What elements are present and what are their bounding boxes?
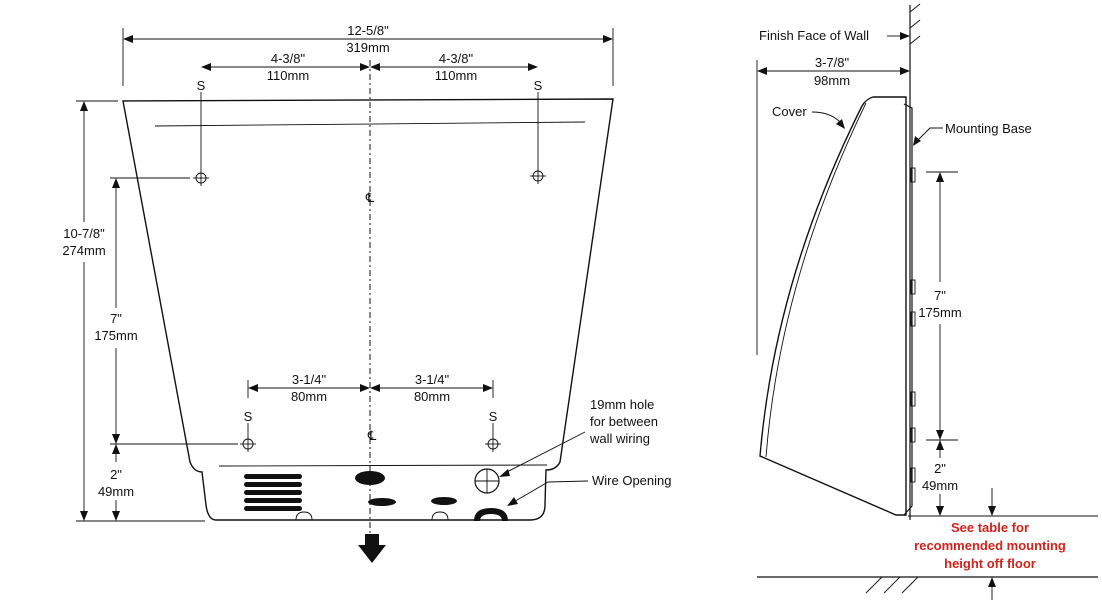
vent-slots <box>244 474 302 511</box>
bottom-right-spacing-mm: 80mm <box>414 389 450 404</box>
centerline-symbol-bottom: ℄ <box>367 428 377 443</box>
wall-hatch <box>909 3 921 45</box>
depth-dimension <box>756 60 910 355</box>
hole-note-leader <box>502 431 586 475</box>
overall-height-in: 10-7/8" <box>63 226 105 241</box>
bottom-left-spacing-in: 3-1/4" <box>292 372 327 387</box>
side-screw-vertical-in: 7" <box>934 288 946 303</box>
wire-opening-icon <box>474 508 508 521</box>
bottom-offset-dimension <box>112 444 120 521</box>
depth-mm: 98mm <box>814 73 850 88</box>
depth-in: 3-7/8" <box>815 55 850 70</box>
bottom-notch-left <box>295 511 313 521</box>
screw-vertical-dimension <box>110 177 238 445</box>
mounting-base-label: Mounting Base <box>945 121 1032 136</box>
mounting-note-line3: height off floor <box>944 556 1036 571</box>
screw-vertical-mm: 175mm <box>94 328 137 343</box>
hole-note-line2: for between <box>590 414 658 429</box>
bottom-plate-line <box>218 464 548 467</box>
screw-label-bottom-right: S <box>489 409 498 424</box>
screw-vertical-in: 7" <box>110 311 122 326</box>
center-slot-small <box>368 498 396 506</box>
base-tabs <box>910 167 916 483</box>
overall-width-mm: 319mm <box>346 40 389 55</box>
overall-height-dimension <box>76 100 205 522</box>
top-edge-line <box>154 121 586 127</box>
side-slot-small <box>431 497 457 505</box>
wiring-hole-icon <box>474 468 500 494</box>
screw-label-top-right: S <box>534 78 543 93</box>
bottom-offset-mm: 49mm <box>98 484 134 499</box>
screw-marks <box>193 92 546 452</box>
front-view: ℄ ℄ S S S S 12 <box>62 23 671 563</box>
wire-opening-label: Wire Opening <box>592 473 671 488</box>
mounting-note-line2: recommended mounting <box>914 538 1066 553</box>
hole-note-line3: wall wiring <box>589 431 650 446</box>
top-right-spacing-in: 4-3/8" <box>439 51 474 66</box>
bottom-right-spacing-in: 3-1/4" <box>415 372 450 387</box>
overall-width-in: 12-5/8" <box>347 23 389 38</box>
cover-label: Cover <box>772 104 807 119</box>
cover-profile <box>759 96 907 516</box>
bottom-spacing-dimension <box>247 380 494 398</box>
top-right-spacing-mm: 110mm <box>435 68 477 83</box>
mounting-note-line1: See table for <box>951 520 1029 535</box>
hole-note-line1: 19mm hole <box>590 397 654 412</box>
overall-width-dimension <box>122 28 614 86</box>
cover-inner-edge <box>765 102 867 458</box>
side-bottom-offset-in: 2" <box>934 461 946 476</box>
side-bottom-offset-mm: 49mm <box>922 478 958 493</box>
side-screw-vertical-dimension <box>926 171 958 441</box>
screw-label-top-left: S <box>197 78 206 93</box>
top-left-spacing-mm: 110mm <box>267 68 309 83</box>
overall-height-mm: 274mm <box>62 243 105 258</box>
side-view: 3-7/8" 98mm Finish Face of Wall Cover Mo… <box>756 3 1098 600</box>
centerline-symbol-top: ℄ <box>365 190 375 205</box>
screw-label-bottom-left: S <box>244 409 253 424</box>
top-left-spacing-in: 4-3/8" <box>271 51 306 66</box>
wire-opening-leader <box>511 480 589 504</box>
airflow-arrow-icon <box>358 534 386 563</box>
center-oval-large <box>355 471 385 485</box>
wall-label: Finish Face of Wall <box>759 28 869 43</box>
bottom-notch-right <box>431 511 449 521</box>
mounting-base <box>903 103 913 516</box>
side-bottom-offset-dimension <box>936 440 944 516</box>
front-view-housing <box>122 98 614 521</box>
floor-hatch <box>865 576 919 594</box>
top-spacing-dimension <box>201 63 538 71</box>
bottom-left-spacing-mm: 80mm <box>291 389 327 404</box>
side-screw-vertical-mm: 175mm <box>918 305 961 320</box>
bottom-offset-in: 2" <box>110 467 122 482</box>
